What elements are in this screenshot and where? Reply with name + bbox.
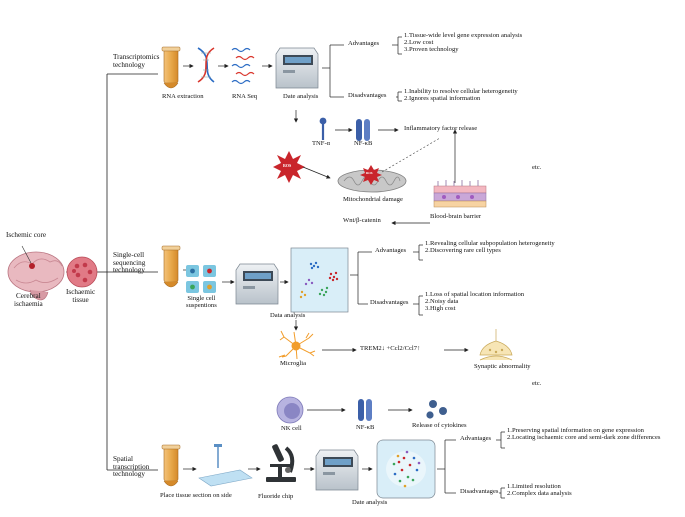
fluoride-chip-label: Fluoride chip (258, 493, 294, 500)
nfkb-icon-top (356, 119, 370, 141)
transcriptomics-brackets (322, 36, 402, 102)
rna-extraction-tube-icon (161, 46, 181, 89)
singlecell-brackets (350, 244, 423, 316)
nk-cell-icon (276, 396, 304, 424)
sp-advantages-list: 1.Preserving spatial information on gene… (507, 427, 661, 441)
sequencer-machine-icon-2 (235, 263, 279, 305)
mitochondria-icon (337, 165, 407, 193)
ischaemic-tissue-icon (66, 256, 98, 288)
spatial-map-icon (376, 439, 436, 499)
single-cell-label: Single-cell sequencing technology (113, 251, 146, 275)
sc-advantages-list: 1.Revealing cellular subpopulation heter… (425, 240, 555, 254)
dna-helix-icon (197, 47, 215, 83)
nfkb-label-1: NF-κB (354, 140, 373, 147)
mitochondrial-damage-label: Mitochondrial damage (343, 196, 403, 203)
ros-text-2: ROS (366, 171, 373, 175)
ros-text-1: ROS (283, 163, 292, 168)
nfkb-label-2: NF-κB (356, 424, 375, 431)
trem2-label: TREM2↓ +Ccl2/Ccl7↑ (360, 345, 421, 352)
rna-extraction-label: RNA extraction (162, 93, 204, 100)
sequencer-machine-icon-3 (315, 449, 359, 491)
rna-seq-strands-icon (231, 47, 255, 85)
synaptic-label: Synaptic abnormality (474, 363, 531, 370)
ischaemic-tissue-label: Ischaemic tissue (66, 288, 96, 304)
tree-connectors (97, 73, 158, 471)
cytokines-label: Release of cytokines (412, 422, 467, 429)
etc-label-1: etc. (532, 164, 542, 171)
nk-cell-label: NK cell (281, 425, 302, 432)
inflammatory-label: Inflammatory factor release (404, 125, 478, 132)
microglia-label: Microglia (280, 360, 307, 367)
sc-advantages-label: Advantages (375, 247, 407, 254)
tnf-label: TNF-α (312, 140, 331, 147)
sc-disadvantages-list: 1.Loss of spatial location information 2… (425, 291, 525, 312)
date-analysis-label-1: Date analysis (283, 93, 319, 100)
bbb-label: Blood-brain barrier (430, 213, 482, 220)
t-advantages-label: Advantages (348, 40, 380, 47)
ros-burst-icon-1 (273, 151, 305, 183)
single-cell-tube-icon (161, 245, 181, 288)
microscope-icon (266, 444, 296, 482)
t-advantages-list: 1.Tissue-wide level gene expression anal… (404, 32, 523, 53)
brain-icon (7, 245, 65, 301)
synapse-icon (479, 329, 513, 361)
t-disadvantages-list: 1.Inability to resolve cellular heteroge… (404, 88, 518, 102)
sequencer-machine-icon (275, 47, 319, 89)
place-tissue-label: Place tissue section on side (160, 492, 232, 499)
t-disadvantages-label: Disadvantages (348, 92, 387, 99)
transcriptomics-label: Transcriptomics technology (113, 53, 160, 69)
suspension-label: Single cell suspentions (186, 295, 217, 309)
sp-disadvantages-label: Disadvantages (460, 488, 499, 495)
cytokines-icon (426, 400, 447, 419)
sp-disadvantages-list: 1.Limited resolution 2.Complex data anal… (507, 483, 572, 497)
data-analysis-label-2: Data analysis (270, 312, 306, 319)
spatial-brackets (437, 431, 505, 499)
ischemic-core-label: Ischemic core (6, 231, 47, 239)
sp-advantages-label: Advantages (460, 435, 492, 442)
spatial-tube-icon (161, 444, 181, 487)
wnt-label: Wnt/β-catenin (343, 217, 381, 224)
nfkb-icon-bottom (358, 399, 372, 421)
microglia-icon (278, 330, 316, 360)
date-analysis-label-3: Date analysis (352, 499, 388, 506)
etc-label-2: etc. (532, 380, 542, 387)
cerebral-ischaemia-label: Cerebral ischaemia (14, 292, 43, 308)
spatial-label: Spatial transcription technology (113, 455, 150, 479)
glass-slide-icon (198, 444, 253, 487)
sc-disadvantages-label: Disadvantages (370, 299, 409, 306)
blood-brain-barrier-icon (433, 180, 487, 208)
tnf-receptor-icon (319, 117, 327, 140)
cluster-plot-icon (290, 247, 349, 313)
single-cell-suspension-icon (186, 265, 216, 293)
rna-seq-label: RNA Seq (232, 93, 258, 100)
